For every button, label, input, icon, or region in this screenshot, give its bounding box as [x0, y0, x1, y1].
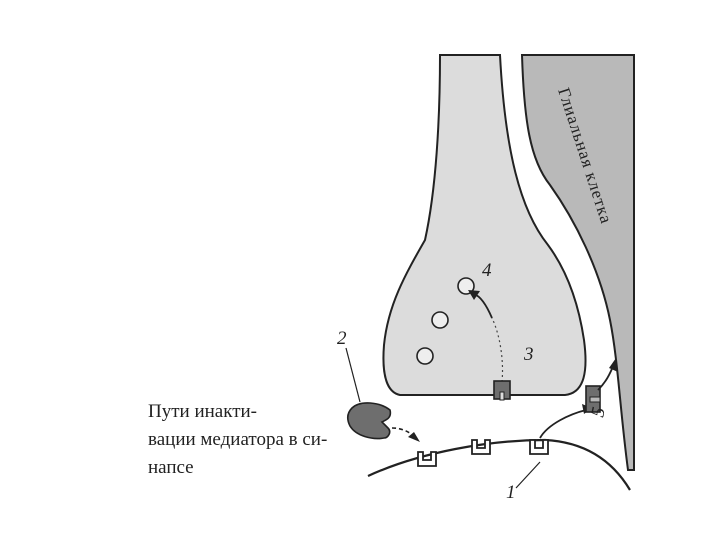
receptor — [529, 439, 549, 455]
label-1: 1 — [506, 482, 516, 503]
synaptic-vesicles — [416, 277, 475, 365]
label-4: 4 — [482, 260, 492, 281]
glial-cell — [520, 54, 635, 471]
degrading-enzyme — [347, 402, 392, 440]
receptor — [471, 439, 491, 455]
vesicle — [431, 311, 449, 329]
receptor — [417, 451, 437, 467]
caption-line-1: Пути инакти- — [148, 401, 257, 422]
figure-caption: Пути инакти- вации медиатора в си- напсе — [148, 398, 328, 482]
presynaptic-terminal — [382, 54, 587, 396]
leader-line-1 — [515, 461, 541, 489]
vesicle — [457, 277, 475, 295]
label-2: 2 — [337, 328, 347, 349]
caption-line-2: вации медиатора в си- — [148, 429, 328, 450]
leader-line-2 — [345, 347, 361, 403]
vesicle — [416, 347, 434, 365]
postsynaptic-membrane — [367, 438, 631, 491]
enzyme-arrowhead — [408, 432, 420, 442]
reuptake-arrowhead — [468, 290, 480, 300]
caption-line-3: напсе — [148, 457, 194, 478]
label-3: 3 — [523, 344, 534, 365]
label-5: 5 — [587, 405, 610, 419]
glial-uptake-arrow-lower — [539, 409, 587, 439]
reuptake-path-dashed — [491, 317, 504, 383]
postsynaptic-receptors — [417, 439, 549, 467]
